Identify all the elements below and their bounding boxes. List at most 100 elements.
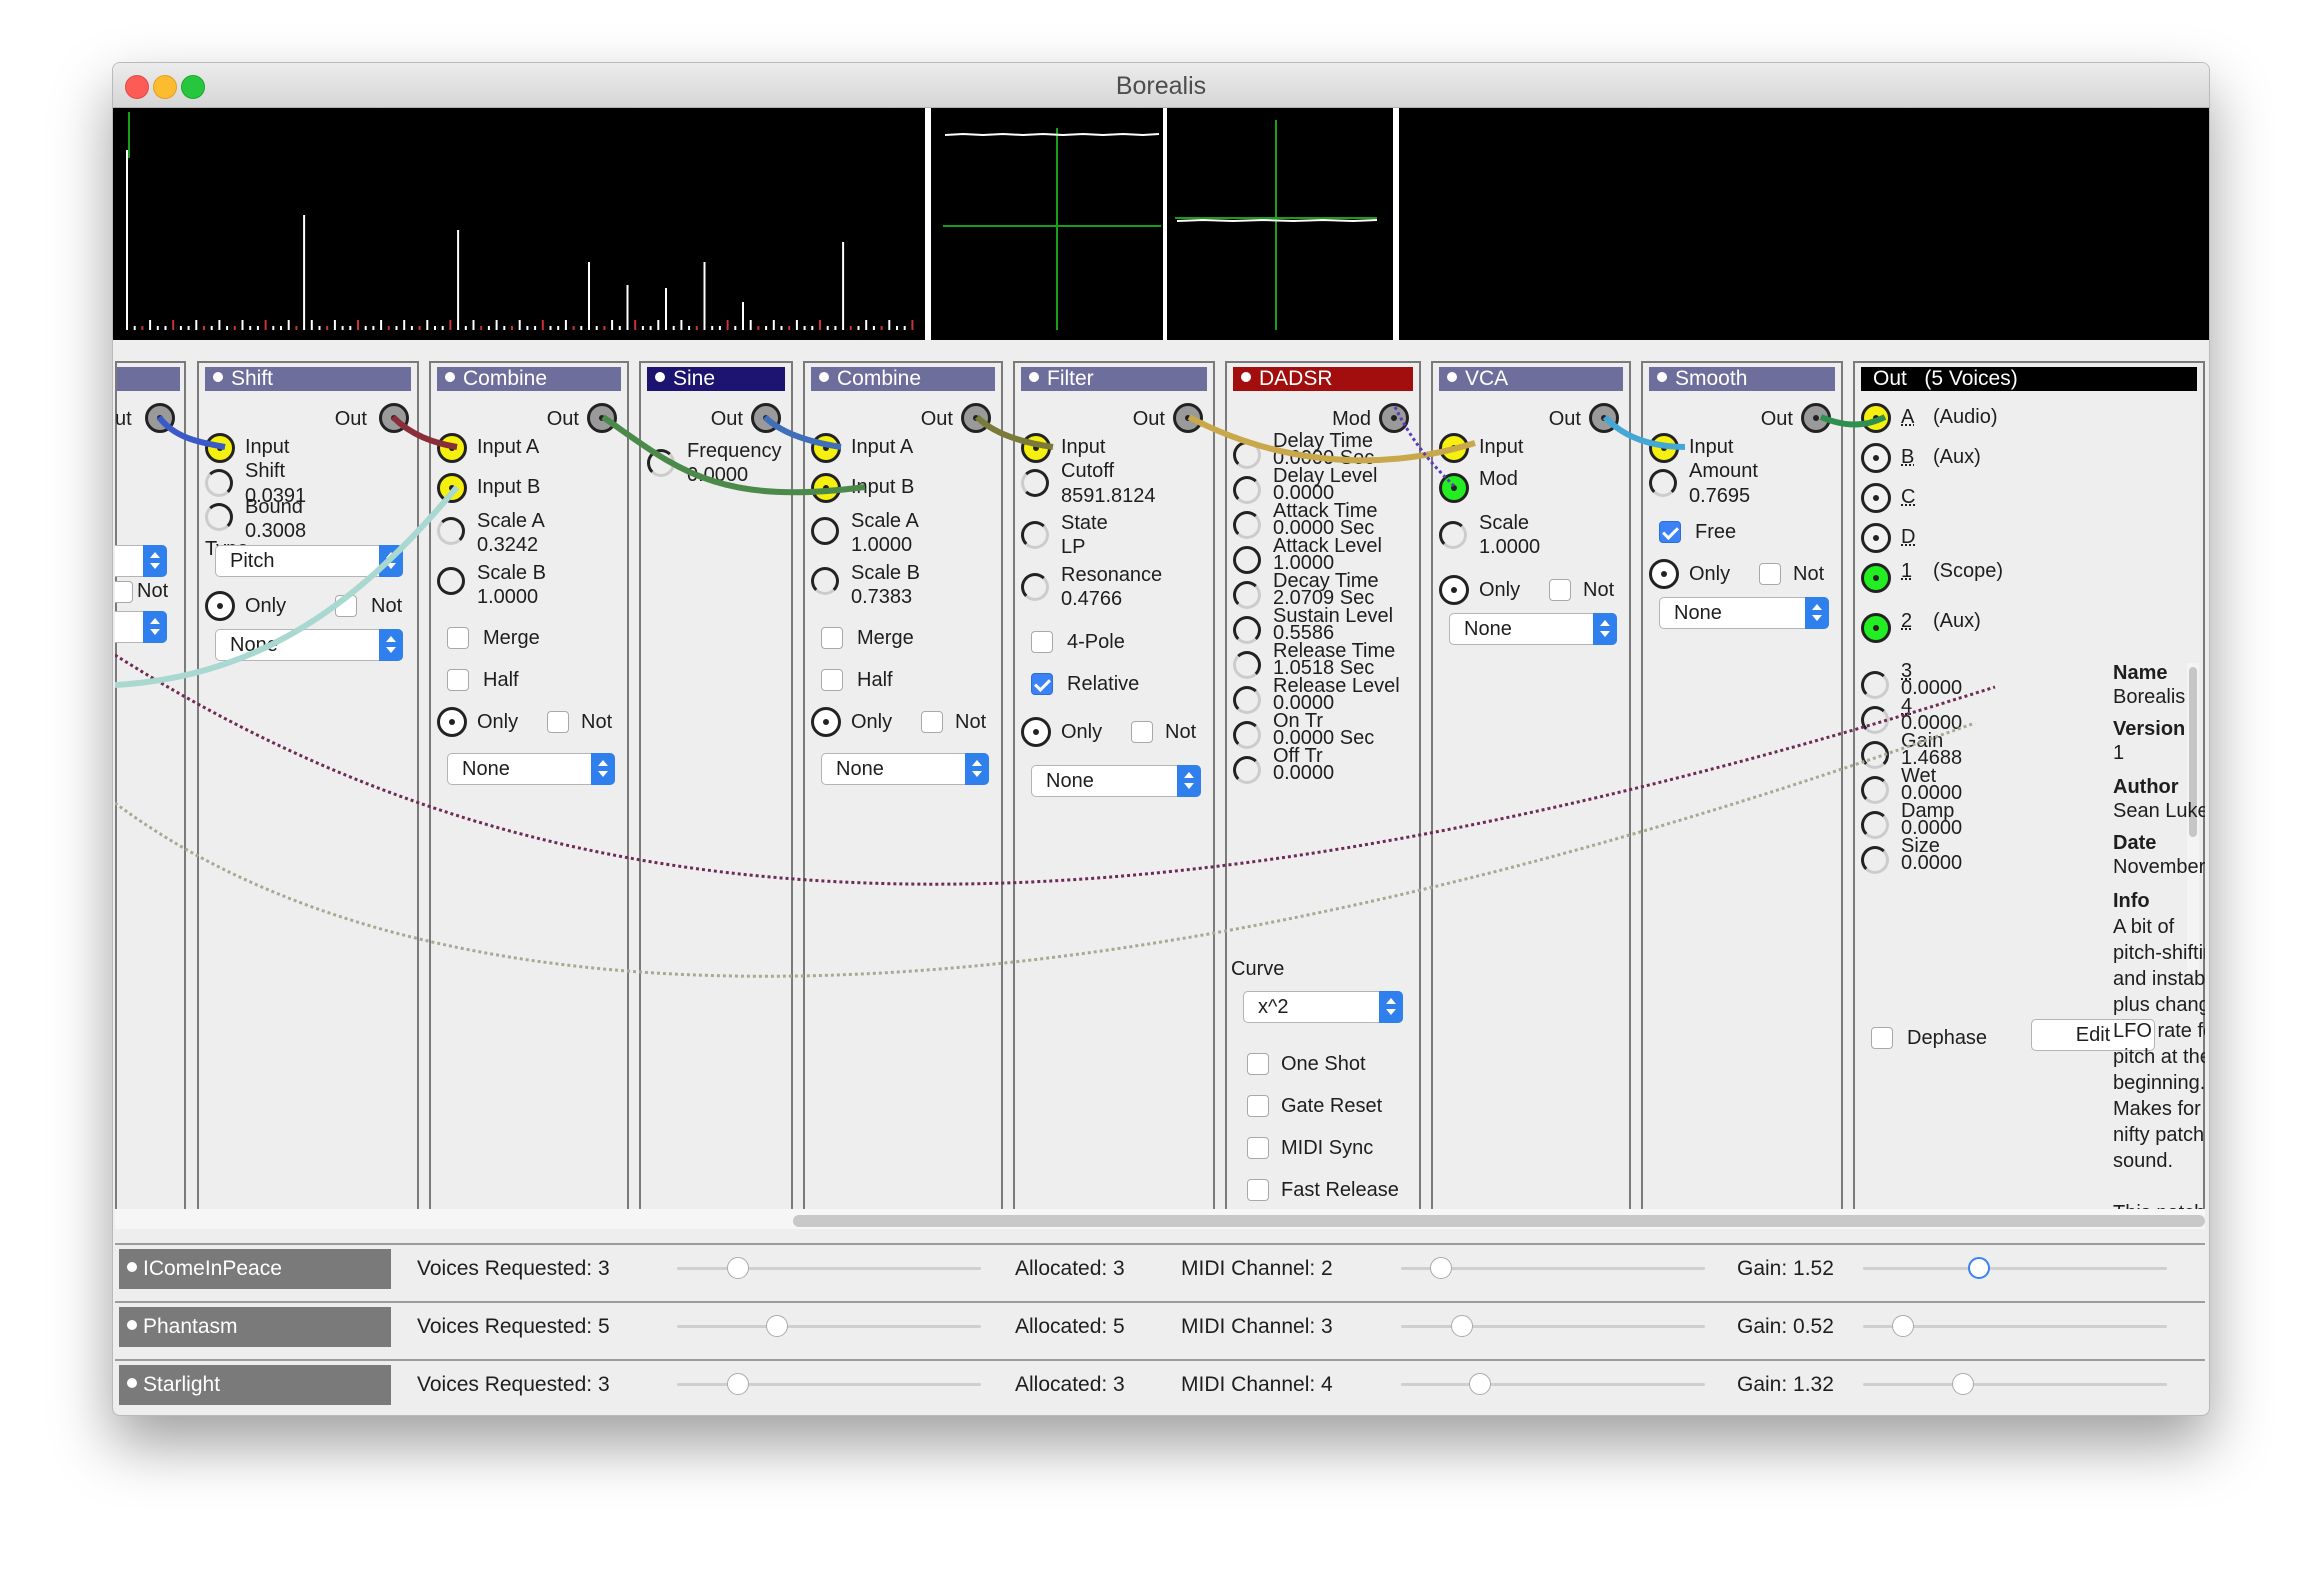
only-radio[interactable]: [1649, 559, 1679, 589]
gate-reset-checkbox[interactable]: [1247, 1095, 1269, 1117]
dephase-checkbox[interactable]: [1871, 1027, 1893, 1049]
voice-select[interactable]: None: [1031, 765, 1201, 797]
curve-select[interactable]: x^2: [1243, 991, 1403, 1023]
module-header[interactable]: Combine: [437, 367, 621, 391]
not-checkbox[interactable]: [335, 595, 357, 617]
out-jack[interactable]: [961, 403, 991, 433]
out-param-dial[interactable]: [1861, 811, 1889, 839]
zoom-button[interactable]: [181, 75, 205, 99]
gain-slider-thumb[interactable]: [1892, 1315, 1914, 1337]
output-d-jack[interactable]: [1861, 523, 1891, 553]
only-radio[interactable]: [205, 591, 235, 621]
voices-slider-thumb[interactable]: [727, 1257, 749, 1279]
scale-a-dial[interactable]: [437, 517, 465, 545]
input-jack[interactable]: [1021, 433, 1051, 463]
out-param-dial[interactable]: [1861, 671, 1889, 699]
output-c-jack[interactable]: [1861, 483, 1891, 513]
patch-name[interactable]: Starlight: [119, 1365, 391, 1405]
dadsr-param-dial[interactable]: [1233, 441, 1261, 469]
input-jack[interactable]: [205, 433, 235, 463]
midi-channel-slider-thumb[interactable]: [1469, 1373, 1491, 1395]
module-header[interactable]: VCA: [1439, 367, 1623, 391]
out-param-dial[interactable]: [1861, 846, 1889, 874]
voices-slider[interactable]: [677, 1383, 981, 1386]
patch-name[interactable]: Phantasm: [119, 1307, 391, 1347]
bound-dial[interactable]: [205, 503, 233, 531]
module-header[interactable]: Combine: [811, 367, 995, 391]
type-select[interactable]: [115, 545, 167, 577]
amount-dial[interactable]: [1649, 469, 1677, 497]
module-header[interactable]: DADSR: [1233, 367, 1413, 391]
close-button[interactable]: [125, 75, 149, 99]
dadsr-param-dial[interactable]: [1233, 651, 1261, 679]
shift-dial[interactable]: [205, 469, 233, 497]
half-checkbox[interactable]: [821, 669, 843, 691]
scale-a-dial[interactable]: [811, 517, 839, 545]
free-checkbox[interactable]: [1659, 521, 1681, 543]
input-b-jack[interactable]: [811, 473, 841, 503]
minimize-button[interactable]: [153, 75, 177, 99]
not-checkbox[interactable]: [547, 711, 569, 733]
voice-select[interactable]: None: [215, 629, 403, 661]
out-param-dial[interactable]: [1861, 706, 1889, 734]
patch-name[interactable]: IComeInPeace: [119, 1249, 391, 1289]
resonance-dial[interactable]: [1021, 573, 1049, 601]
output-b-jack[interactable]: [1861, 443, 1891, 473]
gain-slider[interactable]: [1863, 1325, 2167, 1328]
midi-channel-slider[interactable]: [1401, 1267, 1705, 1270]
horizontal-scroll-thumb[interactable]: [793, 1215, 2205, 1227]
dadsr-param-dial[interactable]: [1233, 721, 1261, 749]
one-shot-checkbox[interactable]: [1247, 1053, 1269, 1075]
scale-b-dial[interactable]: [437, 567, 465, 595]
scale-dial[interactable]: [1439, 521, 1467, 549]
dadsr-param-dial[interactable]: [1233, 476, 1261, 504]
midi-sync-checkbox[interactable]: [1247, 1137, 1269, 1159]
dadsr-param-dial[interactable]: [1233, 546, 1261, 574]
module-header[interactable]: Sine: [647, 367, 785, 391]
gain-slider[interactable]: [1863, 1383, 2167, 1386]
only-radio[interactable]: [1021, 717, 1051, 747]
only-radio[interactable]: [437, 707, 467, 737]
dadsr-param-dial[interactable]: [1233, 756, 1261, 784]
not-checkbox[interactable]: [1759, 563, 1781, 585]
voices-slider-thumb[interactable]: [766, 1315, 788, 1337]
midi-channel-slider[interactable]: [1401, 1383, 1705, 1386]
voice-select[interactable]: [115, 611, 167, 643]
mod-jack[interactable]: [1379, 403, 1409, 433]
mod-jack[interactable]: [1439, 473, 1469, 503]
input-jack[interactable]: [1649, 433, 1679, 463]
out-jack[interactable]: [751, 403, 781, 433]
not-checkbox[interactable]: [115, 581, 133, 603]
info-scroll-thumb[interactable]: [2189, 667, 2197, 837]
merge-checkbox[interactable]: [821, 627, 843, 649]
frequency-dial[interactable]: [647, 449, 675, 477]
merge-checkbox[interactable]: [447, 627, 469, 649]
input-b-jack[interactable]: [437, 473, 467, 503]
voice-select[interactable]: None: [1449, 613, 1617, 645]
out-jack[interactable]: [587, 403, 617, 433]
type-select[interactable]: Pitch: [215, 545, 403, 577]
four-pole-checkbox[interactable]: [1031, 631, 1053, 653]
out-jack[interactable]: [1173, 403, 1203, 433]
state-dial[interactable]: [1021, 521, 1049, 549]
midi-channel-slider-thumb[interactable]: [1430, 1257, 1452, 1279]
input-jack[interactable]: [1439, 433, 1469, 463]
module-header[interactable]: Out (5 Voices): [1861, 367, 2197, 391]
only-radio[interactable]: [811, 707, 841, 737]
voice-select[interactable]: None: [1659, 597, 1829, 629]
edit-button[interactable]: Edit: [2031, 1019, 2155, 1051]
module-header[interactable]: Filter: [1021, 367, 1207, 391]
dadsr-param-dial[interactable]: [1233, 616, 1261, 644]
not-checkbox[interactable]: [1131, 721, 1153, 743]
scale-b-dial[interactable]: [811, 567, 839, 595]
module-header[interactable]: Smooth: [1649, 367, 1835, 391]
out-jack[interactable]: [145, 403, 175, 433]
out-param-dial[interactable]: [1861, 741, 1889, 769]
cutoff-dial[interactable]: [1021, 469, 1049, 497]
not-checkbox[interactable]: [1549, 579, 1571, 601]
only-radio[interactable]: [1439, 575, 1469, 605]
info-scrollbar[interactable]: [2187, 663, 2199, 973]
voice-select[interactable]: None: [447, 753, 615, 785]
dadsr-param-dial[interactable]: [1233, 511, 1261, 539]
voices-slider[interactable]: [677, 1267, 981, 1270]
